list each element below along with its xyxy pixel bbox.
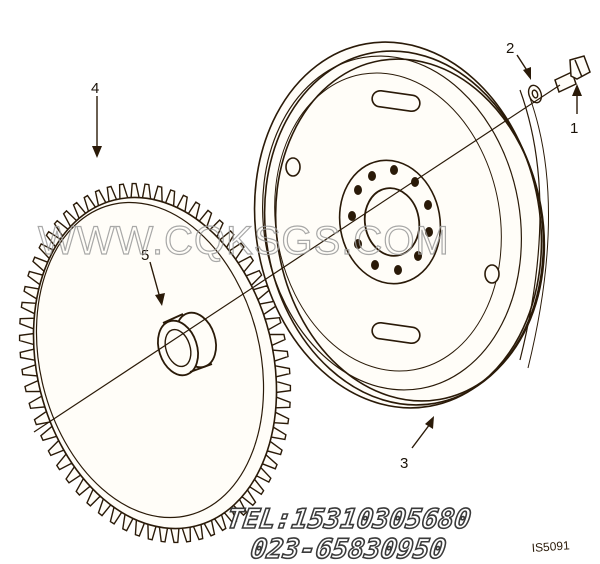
callout-3: 3 [400, 455, 408, 472]
callout-2: 2 [506, 40, 514, 57]
part-number-label: IS5091 [531, 538, 570, 555]
lower-slot [371, 321, 421, 345]
left-hole [285, 157, 301, 177]
center-axis [33, 84, 561, 433]
leader-arrows [92, 54, 582, 449]
washer [527, 84, 543, 104]
contact-tel: TEL:15310305680 [225, 504, 473, 535]
watermark-url: WWW.CQKSGS.COM [38, 219, 450, 263]
hub-bore [363, 187, 421, 257]
pilot-bearing [157, 311, 217, 377]
contact-phone: 023-65830950 [249, 534, 448, 564]
flywheel-bolt [554, 55, 591, 94]
hub-bolt-holes [348, 165, 433, 275]
callout-4: 4 [91, 80, 99, 97]
callout-1: 1 [570, 120, 578, 137]
ring-gear [18, 182, 292, 544]
right-hole [484, 264, 500, 284]
callout-5: 5 [141, 247, 149, 264]
upper-slot [371, 89, 421, 113]
flywheel [253, 41, 549, 409]
